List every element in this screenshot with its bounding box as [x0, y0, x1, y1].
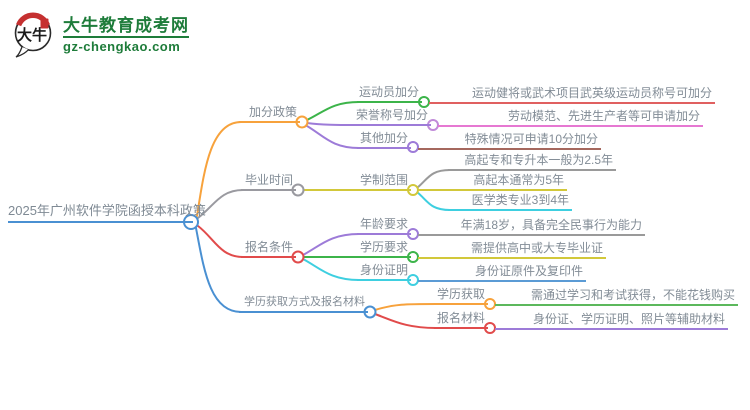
- leaf-education-detail[interactable]: 需提供高中或大专毕业证: [418, 240, 606, 259]
- node-education-requirement[interactable]: 学历要求: [357, 239, 411, 258]
- node-enrollment-materials[interactable]: 报名材料: [434, 310, 488, 329]
- logo-text-block: 大牛教育成考网 gz-chengkao.com: [63, 16, 189, 54]
- edge-req-identity: [302, 258, 360, 281]
- leaf-duration-1[interactable]: 高起专和专升本一般为2.5年: [448, 152, 616, 171]
- edge-bonus-other: [306, 125, 360, 149]
- node-honor-bonus[interactable]: 荣誉称号加分: [354, 107, 431, 126]
- node-athlete-bonus[interactable]: 运动员加分: [357, 84, 422, 103]
- edge-bonus-honor: [306, 122, 357, 126]
- daniu-logo-icon: 大牛: [14, 12, 52, 58]
- site-logo: 大牛 大牛教育成考网 gz-chengkao.com: [12, 12, 189, 58]
- edge-duration-leaf1: [416, 169, 451, 189]
- logo-icon-text: 大牛: [17, 26, 47, 44]
- edge-root-requirements: [197, 225, 244, 258]
- edge-bonus-athlete: [306, 101, 360, 121]
- leaf-duration-3[interactable]: 医学类专业3到4年: [448, 192, 572, 211]
- leaf-age-detail[interactable]: 年满18岁，具备完全民事行为能力: [418, 217, 645, 236]
- site-name: 大牛教育成考网: [63, 16, 189, 35]
- node-identity-proof[interactable]: 身份证明: [357, 262, 411, 281]
- leaf-duration-2[interactable]: 高起本通常为5年: [418, 172, 567, 191]
- node-degree-acquisition[interactable]: 学历获取: [434, 286, 488, 305]
- leaf-other-bonus-detail[interactable]: 特殊情况可申请10分加分: [418, 131, 601, 150]
- node-other-bonus[interactable]: 其他加分: [357, 130, 411, 149]
- logo-seal: [40, 18, 49, 29]
- logo-divider: [63, 36, 189, 38]
- node-duration-range[interactable]: 学制范围: [357, 172, 411, 191]
- edge-root-graduation: [197, 189, 244, 219]
- edge-mat-enroll: [374, 313, 437, 329]
- edge-root-materials: [195, 227, 242, 313]
- branch-requirements[interactable]: 报名条件: [241, 239, 296, 258]
- edge-root-bonus: [196, 121, 242, 217]
- edge-req-age: [302, 233, 360, 256]
- branch-bonus-policy[interactable]: 加分政策: [239, 104, 300, 123]
- edge-duration-leaf3: [416, 191, 451, 211]
- branch-graduation-time[interactable]: 毕业时间: [241, 172, 296, 191]
- branch-degree-and-materials[interactable]: 学历获取方式及报名材料: [239, 294, 368, 313]
- root-node[interactable]: 2025年广州软件学院函授本科政策: [8, 201, 206, 223]
- node-age-requirement[interactable]: 年龄要求: [357, 216, 411, 235]
- leaf-identity-detail[interactable]: 身份证原件及复印件: [418, 263, 586, 282]
- leaf-athlete-bonus-detail[interactable]: 运动健将或武术项目武英级运动员称号可加分: [429, 85, 715, 104]
- edge-mat-degree: [374, 303, 437, 311]
- leaf-degree-acquisition-detail[interactable]: 需通过学习和考试获得，不能花钱购买: [495, 287, 738, 306]
- leaf-honor-bonus-detail[interactable]: 劳动模范、先进生产者等可申请加分: [438, 108, 703, 127]
- site-domain: gz-chengkao.com: [63, 39, 181, 54]
- leaf-enrollment-materials-detail[interactable]: 身份证、学历证明、照片等辅助材料: [495, 311, 728, 330]
